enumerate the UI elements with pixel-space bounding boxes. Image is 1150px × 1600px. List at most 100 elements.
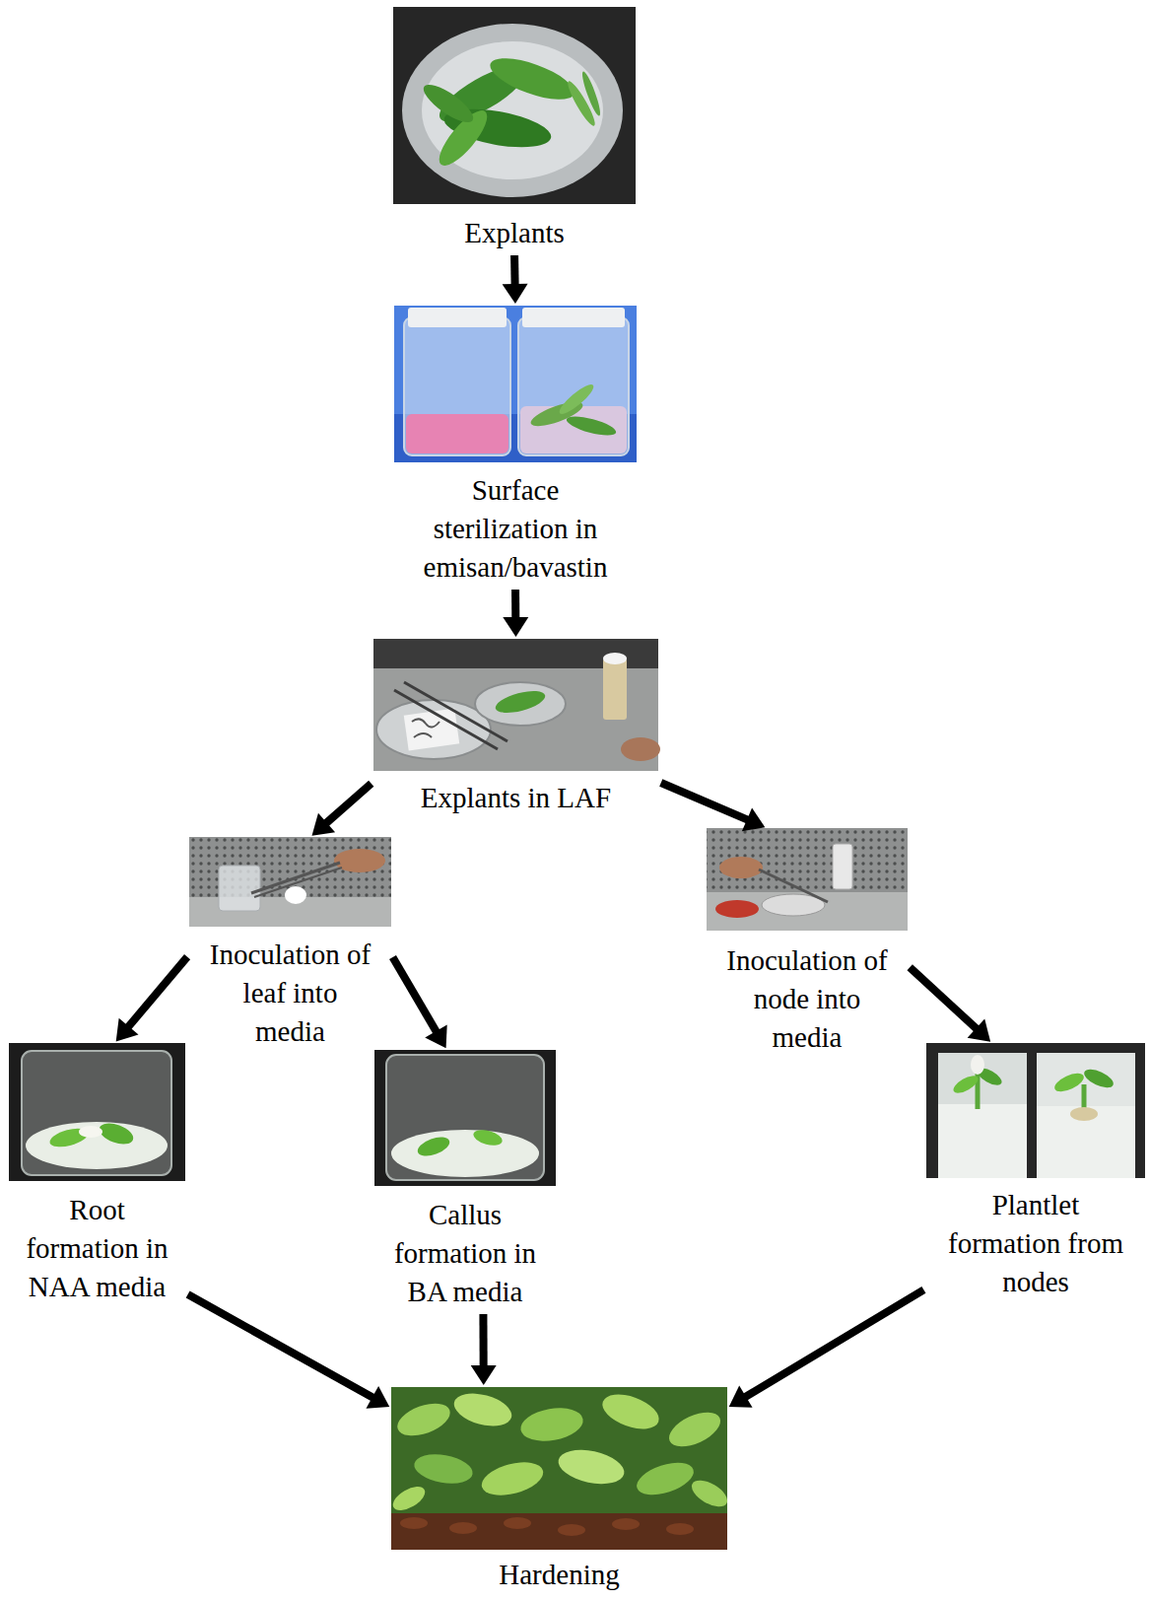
hardening-photo-part: [503, 1516, 532, 1529]
flow-arrow: [909, 966, 991, 1041]
hardening-photo-part: [389, 1481, 429, 1515]
plantlet-tubes-photo-part: [950, 1072, 981, 1096]
laminar-airflow-photo-part: [404, 681, 508, 742]
laminar-airflow-photo-part: [394, 689, 498, 749]
root-culture-photo-part: [78, 1125, 103, 1138]
hardening-photo-part: [450, 1387, 516, 1432]
leaf-inoculation-photo-part: [251, 862, 340, 893]
arrow-head: [729, 1385, 753, 1408]
flow-arrow: [502, 255, 529, 304]
sterilization-photo: [394, 305, 637, 463]
sterilization-photo-part: [555, 380, 597, 417]
laminar-airflow-photo-part: [493, 686, 548, 718]
laminar-airflow-photo-part: [620, 737, 661, 761]
plantlet-tubes-photo-part: [1082, 1065, 1117, 1091]
plantlet-tubes-photo: [926, 1042, 1146, 1178]
laminar-airflow-photo: [373, 638, 661, 771]
node-inoculation-photo-part: [706, 827, 908, 931]
leaf-inoculation-photo-part: [334, 848, 386, 873]
laminar-airflow-photo-part: [376, 699, 491, 759]
arrow-head: [502, 616, 529, 637]
hardening-photo-part: [393, 1396, 455, 1441]
explants-photo: [393, 6, 636, 204]
arrow-shaft: [126, 956, 188, 1030]
arrow-shaft: [188, 1293, 377, 1399]
step-caption: Callus formation in BA media: [384, 1195, 547, 1311]
node-inoculation-photo-part: [715, 899, 759, 918]
plantlet-tubes-photo-part: [1036, 1105, 1136, 1178]
callus-culture-photo-part: [414, 1133, 452, 1160]
hardening-photo-part: [687, 1474, 733, 1511]
flow-arrow: [312, 783, 372, 836]
plantlet-tubes-photo-part: [938, 1052, 1027, 1178]
hardening-photo-part: [518, 1403, 587, 1446]
flow-arrow: [729, 1288, 925, 1407]
arrow-head: [365, 1385, 390, 1409]
arrow-head: [116, 1017, 139, 1042]
node-inoculation-photo-part: [758, 869, 828, 902]
laminar-airflow-photo-part: [404, 708, 461, 751]
callus-culture-photo-part: [374, 1049, 556, 1186]
plantlet-tubes-photo-part: [938, 1103, 1027, 1178]
hardening-photo-part: [391, 1386, 728, 1550]
flow-arrow: [471, 1313, 497, 1385]
photo-step-box: Surface sterilization in emisan/bavastin: [394, 305, 637, 587]
sterilization-photo-part: [522, 307, 625, 328]
sterilization-photo-part: [394, 305, 637, 463]
hardening-photo-part: [557, 1523, 586, 1536]
plantlet-tubes-photo-part: [1070, 1106, 1098, 1121]
hardening-photo-part: [554, 1443, 627, 1489]
hardening-photo-part: [391, 1512, 728, 1550]
sterilization-photo-part: [564, 412, 618, 440]
plantlet-tubes-photo-part: [1036, 1052, 1136, 1178]
callus-culture-photo: [374, 1049, 556, 1186]
explants-photo-part: [402, 23, 623, 198]
step-caption: Explants in LAF: [378, 778, 655, 817]
arrow-head: [967, 1018, 992, 1042]
photo-step-box: Root formation in NAA media: [8, 1042, 186, 1306]
laminar-airflow-photo-part: [411, 718, 440, 738]
hardening-photo-part: [400, 1516, 428, 1529]
flow-arrow: [502, 589, 529, 637]
photo-step-box: Hardening: [391, 1386, 728, 1594]
root-culture-photo-part: [25, 1121, 168, 1169]
flow-arrow: [661, 782, 766, 831]
photo-step-box: Inoculation of leaf into media: [189, 836, 392, 1051]
photo-step-box: Explants in LAF: [373, 638, 659, 817]
arrow-shaft: [393, 956, 439, 1035]
step-caption: Inoculation of leaf into media: [207, 935, 374, 1051]
root-culture-photo-part: [8, 1042, 186, 1181]
arrow-head: [424, 1023, 447, 1048]
node-inoculation-photo-part: [719, 856, 763, 879]
laminar-airflow-photo-part: [603, 658, 627, 720]
explants-photo-part: [485, 50, 580, 109]
hardening-photo: [389, 1386, 732, 1550]
leaf-inoculation-photo: [189, 836, 392, 927]
sterilization-photo-part: [407, 307, 507, 328]
arrow-shaft: [909, 966, 979, 1031]
step-caption: Root formation in NAA media: [18, 1190, 177, 1306]
arrow-head: [502, 283, 529, 304]
arrow-shaft: [742, 1288, 924, 1398]
laminar-airflow-photo-part: [603, 652, 627, 665]
laminar-airflow-photo-part: [474, 681, 566, 726]
node-inoculation-photo-part: [706, 891, 908, 931]
callus-culture-photo-part: [472, 1126, 505, 1148]
step-caption: Inoculation of node into media: [724, 941, 890, 1057]
arrow-shaft: [511, 589, 520, 621]
photo-step-box: Explants: [393, 6, 636, 253]
callus-culture-photo-part: [386, 1054, 544, 1180]
plantlet-tubes-photo-part: [970, 1054, 985, 1075]
hardening-photo-part: [598, 1387, 665, 1436]
root-culture-photo-part: [21, 1050, 172, 1175]
explants-photo-part: [579, 69, 604, 118]
hardening-photo-part: [664, 1404, 727, 1453]
arrow-shaft: [478, 1313, 487, 1369]
root-culture-photo: [8, 1042, 186, 1181]
hardening-photo-part: [632, 1455, 698, 1500]
laminar-airflow-photo-part: [373, 638, 659, 771]
sterilization-photo-part: [404, 317, 511, 456]
hardening-photo-part: [666, 1522, 694, 1535]
root-culture-photo-part: [96, 1118, 136, 1148]
